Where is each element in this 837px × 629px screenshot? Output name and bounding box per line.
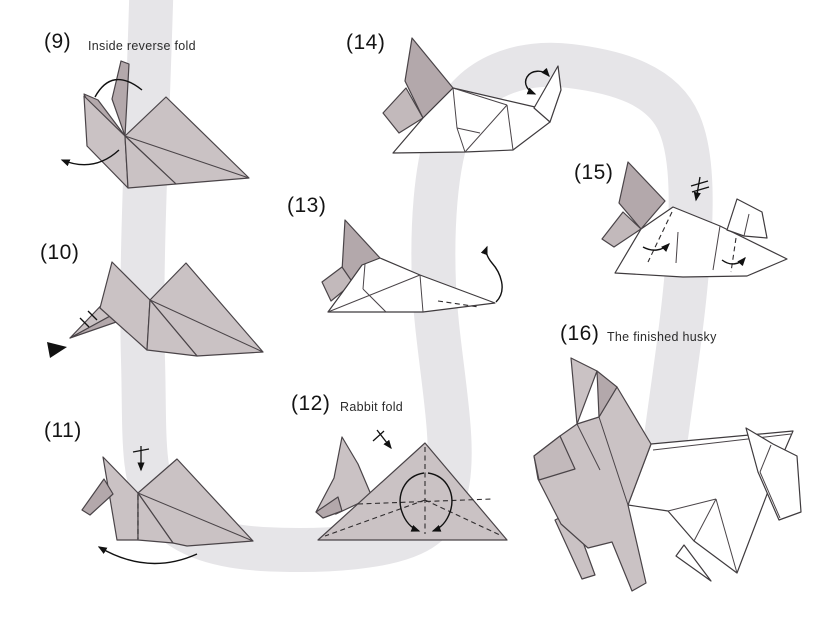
repeat-fold-symbol	[376, 429, 392, 450]
step-13-figure	[321, 219, 503, 313]
rotate-arrow-left	[399, 472, 425, 532]
step-14-number: (14)	[346, 31, 386, 54]
wrap-around-arrow	[524, 67, 550, 95]
reverse-fold-arrow	[60, 149, 120, 167]
valley-fold-line	[357, 498, 493, 505]
step-9-figure	[60, 60, 250, 189]
step-9-number: (9)	[44, 30, 72, 53]
background-swirl	[120, 0, 713, 572]
step-16-figure	[533, 357, 802, 592]
tail-fold-line	[437, 300, 480, 308]
step-11-number: (11)	[44, 419, 82, 442]
muzzle	[533, 435, 576, 481]
pull-out-arrow	[480, 245, 503, 303]
bottom-face	[146, 299, 198, 357]
step-11-figure	[81, 446, 254, 565]
step-15-figure	[601, 161, 788, 278]
step-12-number: (12)	[291, 392, 331, 415]
body	[327, 257, 496, 313]
crease-tick	[87, 310, 98, 321]
tail-curl	[745, 427, 802, 521]
valley-fold-line	[647, 211, 673, 263]
hind-foot	[675, 544, 712, 582]
fold-direction-arrow	[642, 243, 670, 252]
push-arrowhead	[47, 342, 67, 358]
hind-body	[627, 430, 794, 574]
head-assembly	[315, 436, 373, 515]
valley-fold-line	[324, 499, 426, 537]
step-10-figure	[47, 261, 264, 358]
step-12-figure	[315, 429, 508, 541]
nose-flap	[81, 478, 114, 516]
valley-fold-line	[730, 237, 737, 273]
step-12-caption: Rabbit fold	[340, 400, 404, 414]
repeat-tick	[691, 186, 710, 193]
repeat-tick	[690, 180, 709, 187]
fold-direction-arrow	[721, 256, 746, 267]
step-9-caption: Inside reverse fold	[88, 39, 196, 53]
snout	[601, 211, 642, 248]
step-13-number: (13)	[287, 194, 327, 217]
rotate-arrow-right	[427, 472, 453, 532]
left-ear	[570, 357, 598, 425]
step-10-number: (10)	[40, 241, 80, 264]
tail-curl	[726, 198, 768, 239]
step-16-number: (16)	[560, 322, 600, 345]
fold-arc	[94, 78, 143, 98]
bottom-face	[124, 135, 177, 189]
head-and-chest	[533, 386, 652, 592]
fold-arrow	[97, 546, 198, 565]
step-14-figure	[382, 37, 562, 154]
step-16-caption: The finished husky	[607, 330, 717, 344]
step-15-number: (15)	[574, 161, 614, 184]
valley-fold-line	[424, 499, 503, 537]
repeat-fold-tick	[132, 448, 150, 453]
repeat-fold-tick	[372, 430, 385, 442]
repeat-twice-symbol	[693, 176, 701, 202]
right-ear	[596, 370, 618, 418]
crease-tick	[79, 317, 90, 328]
nose-underside	[315, 496, 343, 519]
